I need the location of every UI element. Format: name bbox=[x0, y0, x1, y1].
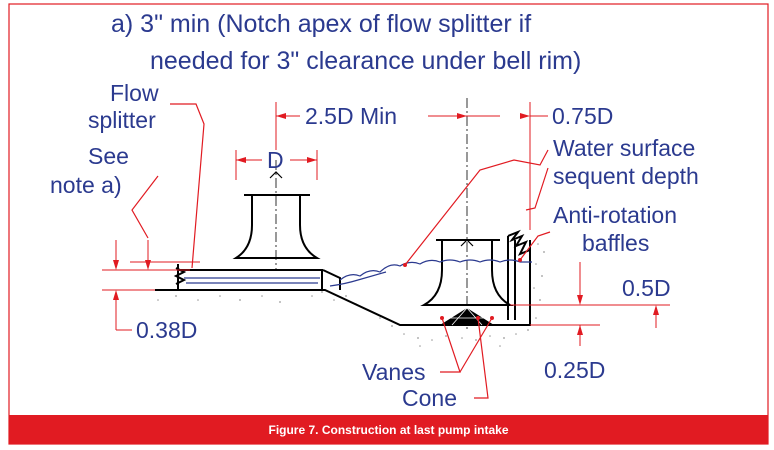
right-pump-bell bbox=[420, 98, 514, 330]
label-0-75d: 0.75D bbox=[552, 103, 613, 129]
water-surface bbox=[184, 259, 532, 287]
label-vanes: Vanes bbox=[362, 359, 426, 385]
label-0-5d: 0.5D bbox=[622, 275, 671, 301]
label-anti-2: baffles bbox=[582, 230, 649, 256]
label-cone: Cone bbox=[402, 385, 457, 411]
label-anti-1: Anti-rotation bbox=[553, 202, 677, 228]
note-line-2: needed for 3" clearance under bell rim) bbox=[150, 47, 581, 75]
label-water-1: Water surface bbox=[553, 135, 695, 161]
label-flow-1: Flow bbox=[110, 80, 159, 106]
note-line-1: a) 3" min (Notch apex of flow splitter i… bbox=[111, 10, 531, 38]
channel-structure bbox=[155, 229, 531, 326]
leader-lines bbox=[131, 103, 551, 399]
figure-frame bbox=[8, 3, 769, 445]
label-water-2: sequent depth bbox=[553, 163, 699, 189]
label-d: D bbox=[267, 147, 284, 173]
cone-shape bbox=[440, 308, 494, 325]
label-see-2: note a) bbox=[50, 172, 122, 198]
label-see-1: See bbox=[88, 143, 129, 169]
ground-stipple bbox=[157, 243, 545, 347]
label-0-25d: 0.25D bbox=[544, 357, 605, 383]
label-2-5d-min: 2.5D Min bbox=[305, 103, 397, 129]
figure-caption: Figure 7. Construction at last pump inta… bbox=[9, 415, 768, 444]
label-flow-2: splitter bbox=[88, 107, 156, 133]
label-0-38d: 0.38D bbox=[136, 317, 197, 343]
left-pump-bell bbox=[232, 160, 321, 270]
